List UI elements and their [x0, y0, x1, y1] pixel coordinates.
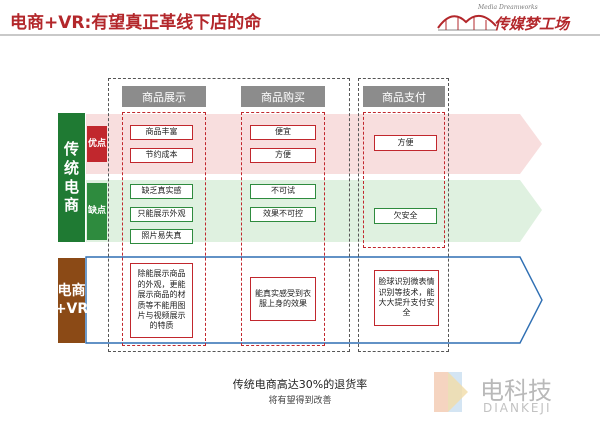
traditional-ecommerce-label: 传统电商: [58, 113, 85, 242]
display-con-item: 缺乏真实感: [130, 184, 193, 199]
purchase-con-item: 效果不可控: [250, 207, 316, 222]
display-pro-item: 节约成本: [130, 148, 193, 163]
display-column-frame: [122, 112, 206, 346]
purchase-column-frame: [241, 112, 325, 346]
display-pro-item: 商品丰富: [130, 125, 193, 140]
ecommerce-vr-label: 电商+VR: [55, 258, 88, 343]
column-header-display: 商品展示: [122, 86, 206, 107]
payment-con-item: 欠安全: [374, 208, 437, 224]
footer-improvement: 将有望得到改善: [268, 396, 332, 406]
pros-label: 优点: [87, 126, 107, 162]
purchase-pro-item: 便宜: [250, 125, 316, 140]
watermark-logo-icon: [434, 372, 468, 412]
payment-vr-item: 脸球识别微表情识别等技术，能大大提升支付安全: [374, 270, 439, 326]
watermark-subtext: DIANKEJI: [483, 401, 552, 415]
payment-pro-item: 方便: [374, 135, 437, 151]
cons-label: 缺点: [87, 183, 107, 240]
column-header-purchase: 商品购买: [241, 86, 325, 107]
payment-frame: [358, 78, 449, 352]
purchase-vr-item: 能真实感受到衣服上身的效果: [250, 277, 316, 321]
column-header-payment: 商品支付: [363, 86, 445, 107]
logo-text: 传媒梦工场: [494, 15, 570, 33]
logo-bridge-icon: [437, 15, 497, 31]
display-con-item: 照片易失真: [130, 229, 193, 244]
payment-column-frame: [363, 112, 445, 248]
logo-subtitle: Media Dreamworks: [478, 4, 538, 11]
watermark-text: 电科技: [480, 377, 552, 405]
footer-return-rate: 传统电商高达30%的退货率: [232, 378, 368, 391]
header-divider: [0, 34, 600, 36]
page-title: 电商+VR:有望真正革线下店的命: [10, 13, 262, 33]
display-purchase-frame: [108, 78, 350, 352]
display-vr-item: 除能展示商品的外观，更能展示商品的材质等不能用图片与视频展示的特质: [130, 263, 193, 338]
purchase-pro-item: 方便: [250, 148, 316, 163]
pros-band-arrow: [86, 114, 542, 174]
display-con-item: 只能展示外观: [130, 207, 193, 222]
purchase-con-item: 不可试: [250, 184, 316, 199]
